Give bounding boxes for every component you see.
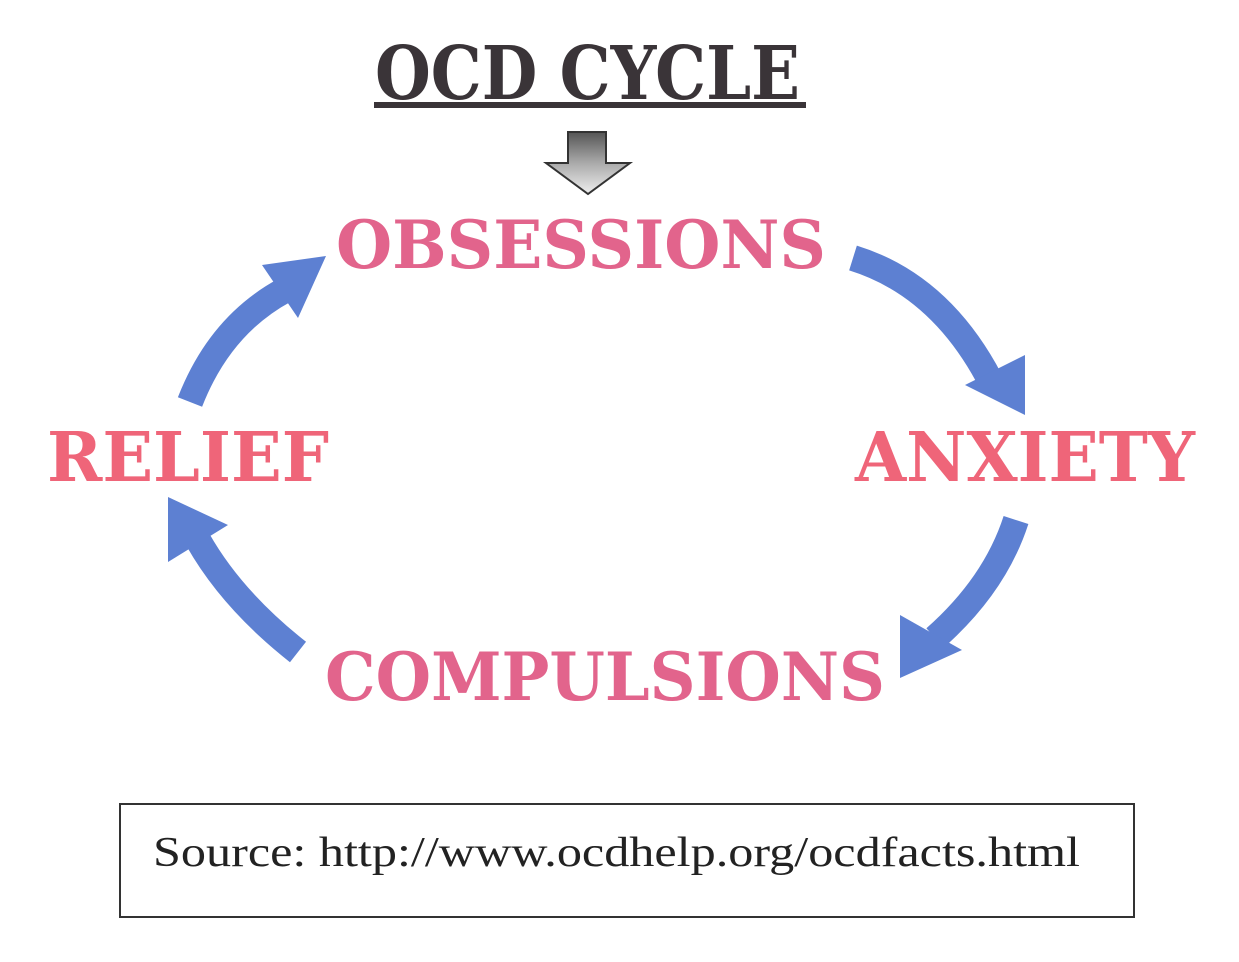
- stage-anxiety: ANXIETY: [854, 418, 1196, 498]
- title-underline: [374, 102, 806, 108]
- cycle-arrow-anxiety-to-compulsions: [900, 515, 1029, 678]
- cycle-arrow-relief-to-obsessions: [177, 256, 326, 407]
- source-box: [119, 803, 1135, 918]
- down-arrow-icon: [542, 131, 634, 196]
- stage-obsessions: OBSESSIONS: [336, 206, 826, 284]
- stage-compulsions: COMPULSIONS: [325, 638, 885, 716]
- stage-relief: RELIEF: [47, 418, 329, 498]
- cycle-arrow-obsessions-to-anxiety: [848, 245, 1025, 415]
- cycle-arrow-compulsions-to-relief: [168, 497, 307, 663]
- source-citation: Source: http://www.ocdhelp.org/ocdfacts.…: [153, 830, 1080, 876]
